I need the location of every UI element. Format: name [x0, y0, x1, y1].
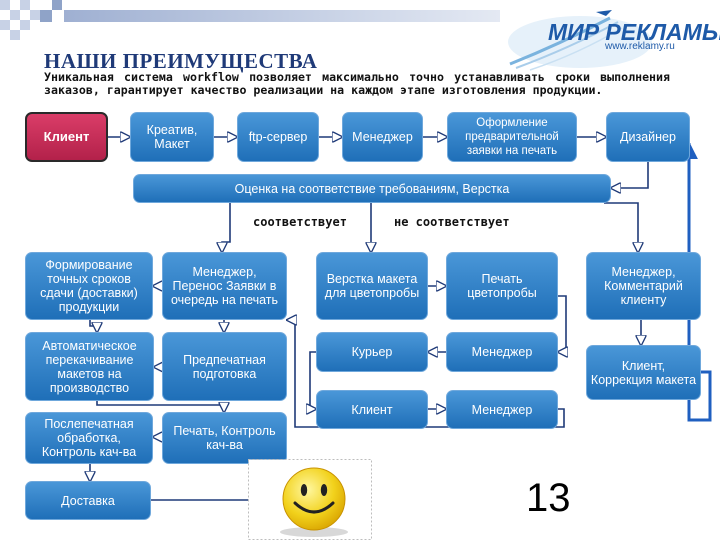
page-subtitle: Уникальная система workflow позволяет ма…: [44, 70, 670, 97]
edge-eval-transfer: [222, 203, 231, 252]
box-courier: Курьер: [316, 332, 428, 372]
box-print-proof: Печать цветопробы: [446, 252, 558, 320]
smiley-face-icon: [248, 459, 372, 540]
box-delivery: Доставка: [25, 481, 151, 520]
box-ftp-server: ftp-сервер: [237, 112, 319, 162]
box-manager-3: Менеджер: [446, 390, 558, 429]
box-printing: Печать, Контроль кач-ва: [162, 412, 287, 464]
box-manager-2: Менеджер: [446, 332, 558, 372]
box-manager-comment: Менеджер, Комментарий клиенту: [586, 252, 701, 320]
box-auto-transfer: Автоматическое перекачивание макетов на …: [25, 332, 154, 401]
box-preliminary-application: Оформление предварительной заявки на печ…: [447, 112, 577, 162]
box-client: Клиент: [25, 112, 108, 162]
edge-eval-mgrcomment: [604, 202, 638, 252]
box-designer: Дизайнер: [606, 112, 690, 162]
edge-print-manager2: [558, 295, 566, 352]
edge-auto-printing: [96, 401, 224, 412]
box-evaluation: Оценка на соответствие требованиям, Верс…: [133, 174, 611, 203]
logo-name: МИР РЕКЛАМЫ: [548, 19, 720, 45]
edge-deadlines-auto: [89, 320, 97, 332]
box-manager-1: Менеджер: [342, 112, 423, 162]
edge-designer-evaluation: [611, 162, 649, 188]
box-deadlines: Формирование точных сроков сдачи (достав…: [25, 252, 153, 320]
box-client-2: Клиент: [316, 390, 428, 429]
page-title: НАШИ ПРЕИМУЩЕСТВА: [44, 49, 318, 73]
edge-courier-client2: [310, 351, 316, 409]
label-not-matches: не соответствует: [394, 215, 510, 229]
box-postpress: Послепечатная обработка, Контроль кач-ва: [25, 412, 153, 464]
label-matches: соответствует: [253, 215, 347, 229]
box-client-correction: Клиент, Коррекция макета: [586, 345, 701, 400]
logo-url: www.reklamy.ru: [605, 41, 675, 52]
edge-manager3-transfer: [287, 320, 565, 428]
box-layout-proof: Верстка макета для цветопробы: [316, 252, 428, 320]
edge-clientcorr-designer: [680, 141, 712, 422]
logo-swoosh-icon: [508, 10, 652, 71]
box-creative: Креатив, Макет: [130, 112, 214, 162]
box-prepress: Предпечатная подготовка: [162, 332, 287, 401]
page-number: 13: [526, 476, 571, 520]
box-manager-transfer: Менеджер, Перенос Заявки в очередь на пе…: [162, 252, 287, 320]
checkered-banner: [0, 0, 500, 40]
